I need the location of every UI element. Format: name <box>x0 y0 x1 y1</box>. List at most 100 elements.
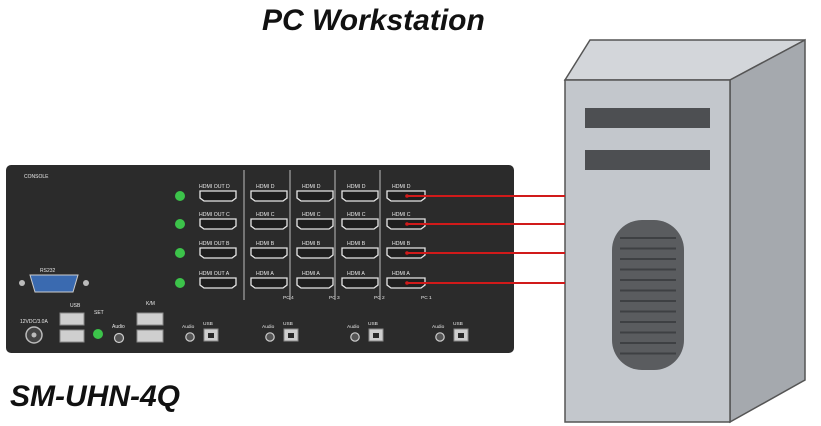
vent-slats <box>620 237 676 355</box>
pc-group-label: PC 4 <box>283 295 294 301</box>
km-port-1[interactable] <box>136 312 164 326</box>
hdmi-in-label: HDMI C <box>392 212 411 218</box>
pc-group: HDMI D HDMI C HDMI B HDMI A PC 3 <box>289 170 340 301</box>
pc-usb-port-inner <box>373 333 379 338</box>
status-led <box>175 191 185 201</box>
pc-audio-jack[interactable] <box>185 332 195 342</box>
console-audio-label: Audio <box>112 324 125 330</box>
usb-label: USB <box>70 303 81 309</box>
hdmi-in-port[interactable] <box>250 218 288 230</box>
hdmi-in-port[interactable] <box>296 277 334 289</box>
hdmi-out-label: HDMI OUT D <box>199 184 230 190</box>
pc-usb-label: USB <box>203 321 213 327</box>
hdmi-out-label: HDMI OUT B <box>199 241 230 247</box>
cable-connector <box>405 281 409 285</box>
pc-audio-label: Audio <box>347 324 360 330</box>
pc-audio-jack[interactable] <box>435 332 445 342</box>
pc-audio-jack[interactable] <box>265 332 275 342</box>
hdmi-in-label: HDMI A <box>256 271 274 277</box>
pc-tower <box>563 38 806 424</box>
rs232-screw-left <box>19 280 25 286</box>
usb-port-2[interactable] <box>59 329 85 343</box>
hdmi-in-port[interactable] <box>341 190 379 202</box>
pc-usb-port-inner <box>208 333 214 338</box>
cable-connector <box>405 251 409 255</box>
power-jack-pin <box>31 332 37 338</box>
hdmi-in-label: HDMI D <box>302 184 321 190</box>
pc-usb-port-inner <box>288 333 294 338</box>
front-vent <box>612 220 684 370</box>
hdmi-in-label: HDMI C <box>347 212 366 218</box>
drive-bay-2 <box>585 150 710 170</box>
pc-audio-usb: Audio USB <box>347 321 384 342</box>
pc-port-groups: HDMI D HDMI C HDMI B HDMI A PC 4 HDMI D HDMI C… <box>182 170 469 342</box>
hdmi-in-label: HDMI C <box>256 212 275 218</box>
hdmi-out-port[interactable] <box>199 247 237 259</box>
hdmi-in-port[interactable] <box>296 218 334 230</box>
pc-group-label: PC 2 <box>374 295 385 301</box>
status-led <box>175 248 185 258</box>
pc-audio-jack[interactable] <box>350 332 360 342</box>
hdmi-in-label: HDMI B <box>392 241 411 247</box>
rs232-screw-right <box>83 280 89 286</box>
hdmi-out-port[interactable] <box>199 218 237 230</box>
hdmi-in-label: HDMI C <box>302 212 321 218</box>
console-hdmi-outputs: HDMI OUT D HDMI OUT C HDMI OUT B HDMI OUT A <box>175 184 237 289</box>
pc-workstation-title: PC Workstation <box>262 4 485 37</box>
console-audio-jack[interactable] <box>113 332 125 344</box>
km-label: K/M <box>146 301 155 307</box>
hdmi-in-port[interactable] <box>296 190 334 202</box>
set-label: SET <box>94 310 104 316</box>
status-led <box>175 219 185 229</box>
status-led <box>175 278 185 288</box>
hdmi-in-label: HDMI B <box>302 241 321 247</box>
hdmi-in-label: HDMI A <box>347 271 365 277</box>
tower-side <box>729 38 806 424</box>
hdmi-in-label: HDMI D <box>392 184 411 190</box>
hdmi-in-port[interactable] <box>341 277 379 289</box>
hdmi-in-port[interactable] <box>296 247 334 259</box>
hdmi-in-port[interactable] <box>250 247 288 259</box>
hdmi-cables <box>405 194 565 285</box>
hdmi-out-label: HDMI OUT A <box>199 271 230 277</box>
usb-port-1[interactable] <box>59 312 85 326</box>
hdmi-in-label: HDMI A <box>392 271 410 277</box>
hdmi-in-label: HDMI D <box>347 184 366 190</box>
pc-usb-label: USB <box>453 321 463 327</box>
hdmi-in-port[interactable] <box>250 190 288 202</box>
pc-group: HDMI D HDMI C HDMI B HDMI A PC 4 <box>243 170 294 301</box>
pc-group: HDMI D HDMI C HDMI B HDMI A PC 2 <box>334 170 385 301</box>
km-port-2[interactable] <box>136 329 164 343</box>
hdmi-in-label: HDMI B <box>347 241 366 247</box>
pc-usb-label: USB <box>368 321 378 327</box>
rs232-port[interactable] <box>29 274 79 293</box>
hdmi-out-port[interactable] <box>199 190 237 202</box>
pc-usb-port-inner <box>458 333 464 338</box>
power-label: 12VDC/3.0A <box>20 319 48 325</box>
hdmi-in-port[interactable] <box>341 218 379 230</box>
cable-connector <box>405 194 409 198</box>
rs232-label: RS232 <box>40 268 56 274</box>
pc-audio-label: Audio <box>432 324 445 330</box>
pc-audio-usb: Audio USB <box>432 321 469 342</box>
pc-group-label: PC 3 <box>329 295 340 301</box>
console-label: CONSOLE <box>24 174 49 180</box>
hdmi-in-label: HDMI B <box>256 241 275 247</box>
kvm-panel: CONSOLE RS232 12VDC/3.0A USB SET Audio K… <box>6 165 514 353</box>
pc-audio-usb: Audio USB <box>262 321 299 342</box>
hdmi-in-port[interactable] <box>250 277 288 289</box>
pc-audio-label: Audio <box>262 324 275 330</box>
hdmi-in-label: HDMI D <box>256 184 275 190</box>
cable-connector <box>405 222 409 226</box>
pc-group-label: PC 1 <box>421 295 432 301</box>
kvm-chassis <box>6 165 514 353</box>
drive-bay-1 <box>585 108 710 128</box>
hdmi-out-port[interactable] <box>199 277 237 289</box>
hdmi-out-label: HDMI OUT C <box>199 212 230 218</box>
hdmi-in-port[interactable] <box>341 247 379 259</box>
pc-usb-label: USB <box>283 321 293 327</box>
set-button[interactable] <box>93 329 103 339</box>
hdmi-in-label: HDMI A <box>302 271 320 277</box>
